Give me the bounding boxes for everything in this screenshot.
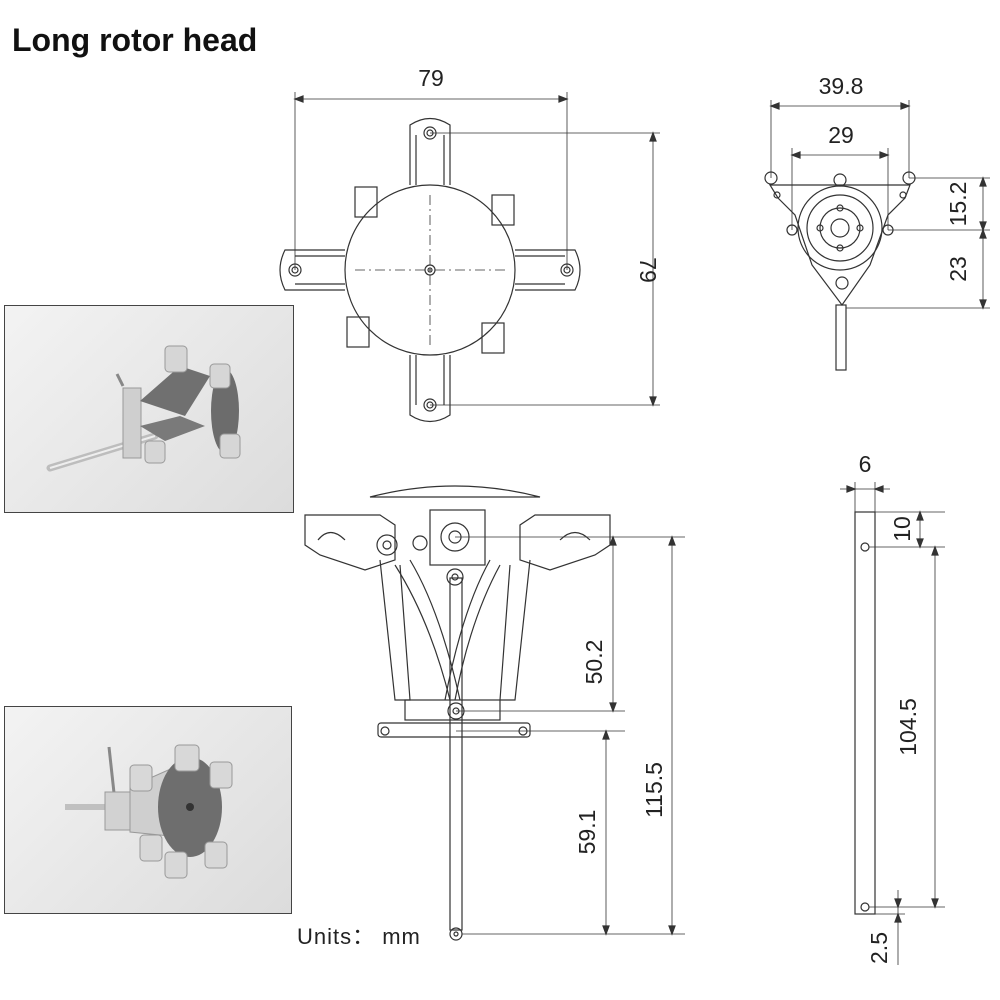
dim-front-upper-height: 15.2 <box>945 182 971 227</box>
dim-top-width: 79 <box>418 65 444 91</box>
side-view-drawing <box>304 485 685 941</box>
dim-front-outer-width: 39.8 <box>819 73 864 99</box>
dim-rod-top: 10 <box>889 516 915 542</box>
dim-side-lower: 59.1 <box>574 810 600 855</box>
dim-rod-length: 104.5 <box>895 698 921 756</box>
product-photo-angled <box>4 706 292 914</box>
top-view-drawing <box>279 92 660 423</box>
dim-side-total: 115.5 <box>641 762 667 818</box>
dim-front-lower-height: 23 <box>945 256 971 282</box>
dim-side-upper: 50.2 <box>581 640 607 685</box>
front-view-drawing <box>764 100 990 371</box>
dim-front-inner-width: 29 <box>828 122 854 148</box>
product-photo-side <box>4 305 294 513</box>
dim-rod-width: 6 <box>859 451 872 477</box>
dim-rod-bottom: 2.5 <box>866 932 892 964</box>
units-label: Units： mm <box>297 924 421 949</box>
rod-drawing <box>840 482 945 965</box>
page-title: Long rotor head <box>12 22 258 58</box>
dim-top-height: 79 <box>635 257 661 283</box>
